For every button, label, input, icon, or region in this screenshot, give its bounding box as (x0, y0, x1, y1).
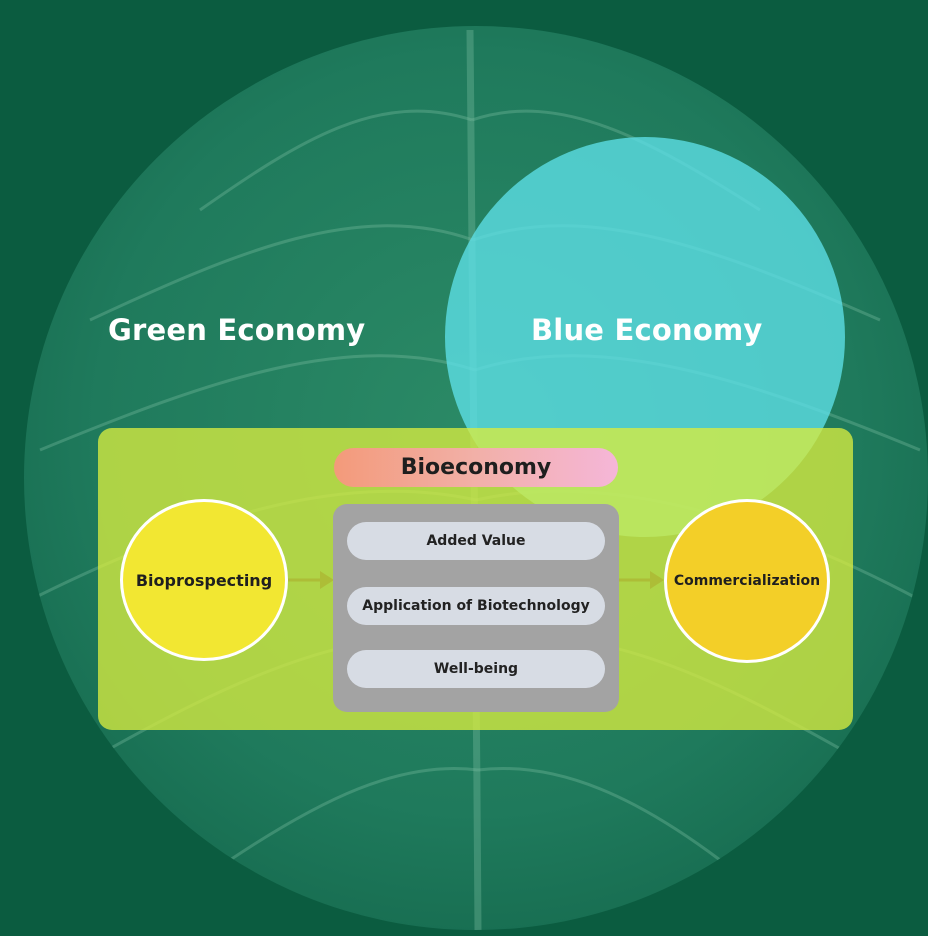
bioprospecting-label: Bioprospecting (135, 570, 273, 590)
bioeconomy-components-box: Added Value Application of Biotechnology… (333, 504, 619, 712)
blue-economy-label: Blue Economy (531, 313, 763, 347)
component-added-value: Added Value (347, 522, 605, 560)
bioprospecting-circle: Bioprospecting (120, 499, 288, 661)
commercialization-label: Commercialization (673, 573, 821, 589)
component-application-of-biotechnology: Application of Biotechnology (347, 587, 605, 625)
bioeconomy-title: Bioeconomy (334, 448, 618, 487)
component-well-being: Well-being (347, 650, 605, 688)
commercialization-circle: Commercialization (664, 499, 830, 663)
green-economy-label: Green Economy (108, 313, 366, 347)
